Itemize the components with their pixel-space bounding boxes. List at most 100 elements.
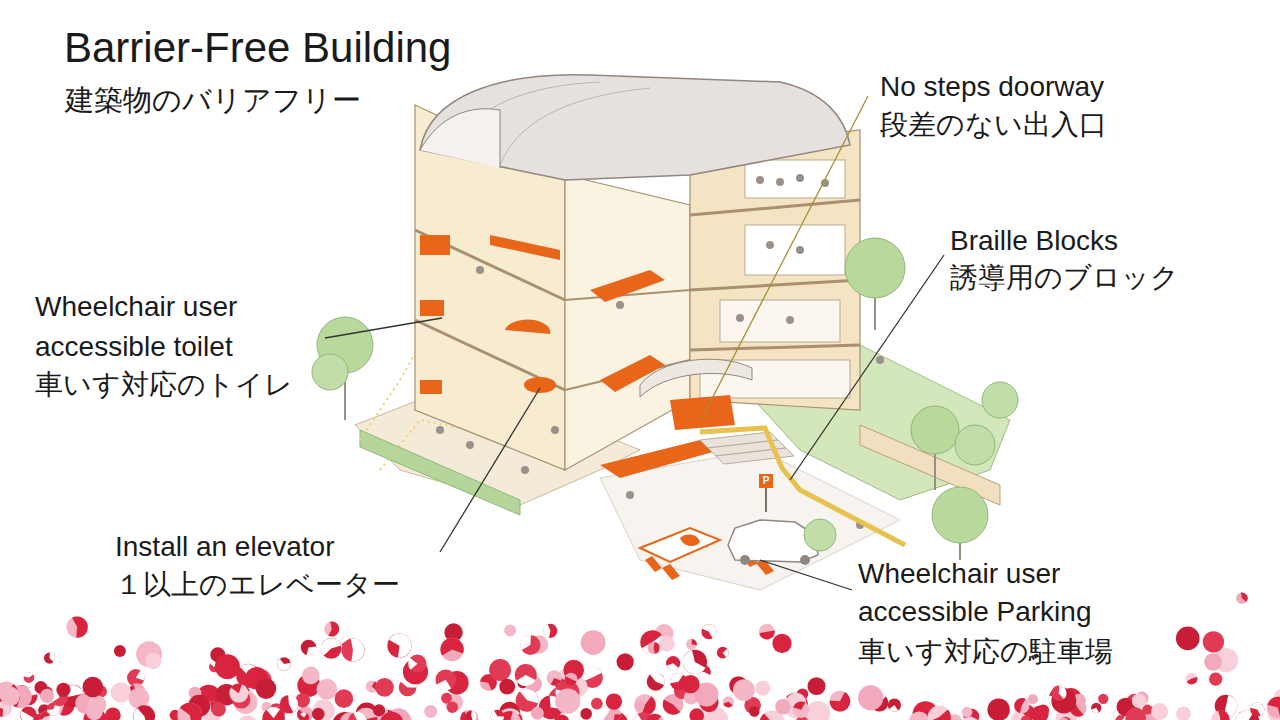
decoration-dot [909,712,930,720]
people [876,356,884,364]
decoration-dot [134,705,156,720]
decoration-dot [324,622,339,637]
people [796,174,804,182]
decoration-dot [755,681,770,696]
leader-lines [760,560,852,590]
callout-label: Braille Blocks [950,222,1118,260]
car [728,520,818,565]
decoration-wedge [723,702,733,708]
decoration-dot [145,653,161,669]
people [436,174,884,529]
decoration-wedge [321,638,341,655]
decoration-dot [387,634,411,658]
decoration-dot [1186,673,1198,685]
roof [420,109,500,168]
decoration-wedge [437,680,452,690]
trees [911,406,959,454]
leader-lines [440,388,540,552]
decoration-dot [717,647,729,659]
decoration-dot [408,655,426,673]
decoration-dot [256,678,277,699]
decoration-dot [489,659,511,681]
decoration-wedge [667,663,679,670]
trees [312,238,1018,560]
decoration-dot [962,707,973,718]
entrance [670,395,735,430]
decoration-wedge [471,711,476,720]
decoration-dot [44,653,55,664]
decoration-dot [645,714,665,720]
decoration-wedge [1187,677,1198,684]
decoration-wedge [24,672,34,677]
decoration-dot [111,682,131,702]
decoration-dot [987,699,1009,720]
decoration-dot [793,701,810,718]
decoration-dot [565,673,578,686]
callout-label: １以上のエレベーター [115,566,400,604]
people [626,491,634,499]
decoration-dot [928,706,951,720]
decoration-dot [1203,631,1224,652]
decoration-wedge [565,676,577,685]
decoration-dot [581,630,606,655]
decoration-dot [491,710,504,720]
decoration-dot [1051,686,1066,701]
people [736,314,744,322]
building-walls [415,230,565,300]
parking-area [645,556,662,572]
accessible-toilet-marks [505,320,550,334]
decoration-wedge [1091,708,1098,713]
people [436,426,444,434]
roof [420,75,850,180]
stairs [490,235,665,392]
decoration-dot [277,657,291,671]
page-subtitle: 建築物のバリアフリー [65,80,361,120]
decoration-dot [441,693,452,704]
decoration-wedge [353,712,366,720]
sign-letter: P [759,474,773,488]
trees [932,487,988,543]
decoration-dot [1132,693,1147,708]
building-walls [690,200,860,215]
decoration-wedge [830,692,851,712]
callout-label: 段差のない出入口 [880,106,1107,144]
decoration-dot [1267,697,1280,719]
decoration-wedge [288,695,298,712]
entrance [600,359,794,478]
car [740,555,750,565]
decoration-wedge [72,616,88,637]
building-walls [745,160,845,198]
people [796,246,804,254]
decoration-dot [723,696,734,707]
decoration-dot [1091,703,1101,713]
trees [312,354,348,390]
decoration-dot [659,636,675,652]
building-walls [690,280,860,290]
decoration-wedge [702,624,716,638]
decoration-dot [297,706,313,720]
decoration-dot [504,625,516,637]
accessible-toilet-marks [420,380,442,394]
decoration-dot [1151,703,1168,720]
decoration-wedge [1059,686,1067,699]
decoration-dot [531,707,544,720]
decoration-wedge [520,689,539,703]
decoration-wedge [328,621,339,636]
decoration-dot [775,699,790,714]
decoration-dot [733,679,755,701]
decoration-dot [0,687,19,706]
entrance [640,359,752,397]
dotted-light-line [380,420,470,470]
trees [982,382,1018,418]
decoration-dot [547,670,562,685]
decoration-dot [105,708,121,720]
decoration-dot [617,653,634,670]
decoration-wedge [889,705,898,712]
decoration-dot [321,638,342,659]
decoration-dot [648,642,660,654]
decoration-wedge [516,675,535,686]
people [476,266,484,274]
decoration-dot [888,698,901,711]
decoration-dot [1250,703,1264,717]
decoration-wedge [551,678,562,686]
